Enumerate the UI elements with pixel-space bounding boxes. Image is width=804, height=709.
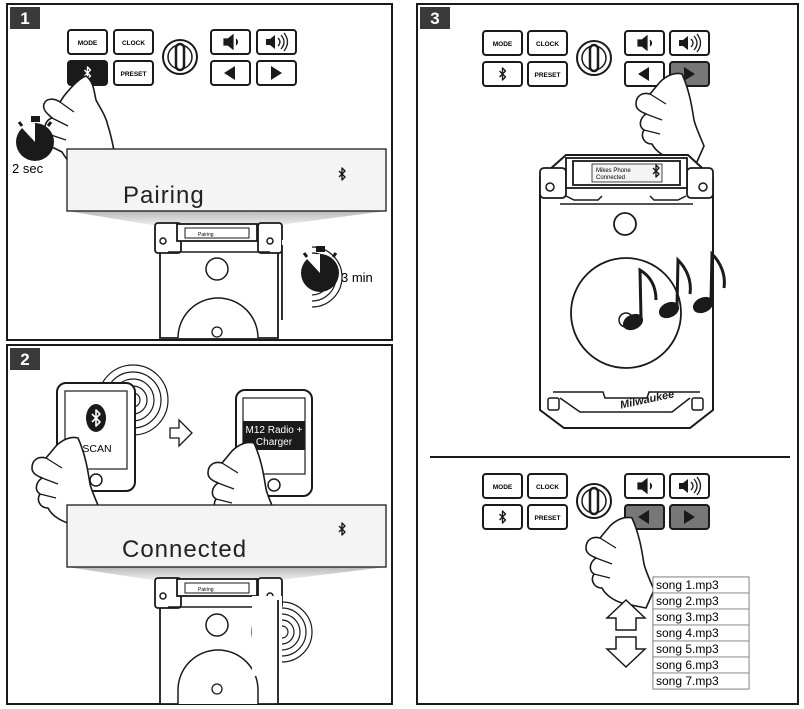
song-title: song 4.mp3 xyxy=(656,626,719,640)
preset-button-3-label: PRESET xyxy=(534,72,560,79)
song-list-item[interactable]: song 1.mp3 xyxy=(652,576,750,594)
panel-1-control-pad: MODE CLOCK PRESET xyxy=(67,29,297,86)
mode-button-4[interactable] xyxy=(482,473,523,499)
power-knob-3[interactable] xyxy=(576,40,612,76)
mode-button[interactable] xyxy=(67,29,108,55)
panel-2: 2 SCAN M12 Radio + Charge xyxy=(6,344,393,705)
song-title: song 6.mp3 xyxy=(656,658,719,672)
clock-button-label: CLOCK xyxy=(122,40,145,47)
song-list-item[interactable]: song 3.mp3 xyxy=(652,608,750,626)
volume-up-button-3[interactable] xyxy=(669,30,710,56)
radio-device-2: Pairing xyxy=(154,577,283,705)
radio-device-3: Mikes Phone Connected Milwaukee xyxy=(539,154,714,429)
clock-button-3[interactable] xyxy=(527,30,568,56)
volume-down-icon-3 xyxy=(637,34,653,52)
mode-button-3-label: MODE xyxy=(493,41,513,48)
stopwatch-icon xyxy=(16,116,54,161)
power-knob-4[interactable] xyxy=(576,483,612,519)
next-icon-3 xyxy=(684,67,695,81)
song-title: song 2.mp3 xyxy=(656,594,719,608)
radio-device: Pairing xyxy=(154,222,283,339)
clock-button[interactable] xyxy=(113,29,154,55)
clock-button-4[interactable] xyxy=(527,473,568,499)
panel-1-number: 1 xyxy=(20,9,29,28)
device-name-line-2: Charger xyxy=(256,437,293,448)
lcd-status-text-2: Connected xyxy=(122,536,247,563)
scroll-up-arrow-icon xyxy=(605,598,647,631)
lcd-display xyxy=(66,148,387,212)
volume-down-icon xyxy=(223,33,239,51)
song-title: song 3.mp3 xyxy=(656,610,719,624)
preset-button[interactable] xyxy=(113,60,154,86)
preset-button-4-label: PRESET xyxy=(534,515,560,522)
preset-button-4[interactable] xyxy=(527,504,568,530)
power-knob[interactable] xyxy=(162,39,198,75)
radio-screen-text: Pairing xyxy=(198,232,214,238)
clock-button-4-label: CLOCK xyxy=(536,484,559,491)
music-notes-icon xyxy=(622,250,726,331)
panel-1-number-badge xyxy=(10,7,40,29)
panel-3-number-badge xyxy=(420,7,450,29)
next-icon-4 xyxy=(684,510,695,524)
previous-icon-3 xyxy=(638,67,649,81)
song-title: song 1.mp3 xyxy=(656,578,719,592)
panel-2-number-badge xyxy=(10,348,40,370)
device-name-line-1: M12 Radio + xyxy=(246,425,303,436)
preset-button-label: PRESET xyxy=(120,71,146,78)
song-list-item[interactable]: song 5.mp3 xyxy=(652,640,750,658)
song-list-item[interactable]: song 2.mp3 xyxy=(652,592,750,610)
volume-up-icon xyxy=(266,35,275,49)
preset-button-3[interactable] xyxy=(527,61,568,87)
song-list-item[interactable]: song 4.mp3 xyxy=(652,624,750,642)
clock-button-3-label: CLOCK xyxy=(536,41,559,48)
panel-2-number: 2 xyxy=(20,350,29,369)
panel-3: 3 MODE CLOCK PRESET xyxy=(416,3,799,705)
volume-up-icon-4 xyxy=(679,479,688,493)
mode-button-4-label: MODE xyxy=(493,484,513,491)
mode-button-3[interactable] xyxy=(482,30,523,56)
radio-screen-device-name: Mikes Phone xyxy=(596,168,631,174)
mode-button-label: MODE xyxy=(78,40,98,47)
song-list-item[interactable]: song 6.mp3 xyxy=(652,656,750,674)
display-beam xyxy=(67,211,386,225)
lcd-display-2 xyxy=(66,504,387,568)
volume-up-button[interactable] xyxy=(256,29,297,55)
panel-1: 1 MODE CLOCK PRESET xyxy=(6,3,393,341)
panel-3-number: 3 xyxy=(430,9,439,28)
pairing-timer-icon xyxy=(301,246,339,292)
song-title: song 7.mp3 xyxy=(656,674,719,688)
hold-duration-label: 2 sec xyxy=(12,161,44,176)
panel-3-control-pad-2: MODE CLOCK PRESET xyxy=(482,473,710,530)
song-list-item[interactable]: song 7.mp3 xyxy=(652,672,750,690)
volume-down-icon-4 xyxy=(637,477,653,495)
pairing-duration-label: 3 min xyxy=(341,270,373,285)
lcd-status-text: Pairing xyxy=(123,182,205,209)
volume-up-button-4[interactable] xyxy=(669,473,710,499)
previous-icon-4 xyxy=(638,510,649,524)
song-title: song 5.mp3 xyxy=(656,642,719,656)
radio-screen-text-2: Pairing xyxy=(198,587,214,593)
display-beam-2 xyxy=(67,567,386,580)
next-icon xyxy=(271,66,282,80)
arrow-right-icon xyxy=(169,418,193,448)
scan-button[interactable]: SCAN xyxy=(82,443,111,455)
song-list: song 1.mp3 song 2.mp3 song 3.mp3 song 4.… xyxy=(652,576,750,690)
previous-icon xyxy=(224,66,235,80)
scroll-down-arrow-icon xyxy=(605,636,647,669)
radio-screen-connection-status: Connected xyxy=(596,175,625,181)
volume-up-icon-3 xyxy=(679,36,688,50)
